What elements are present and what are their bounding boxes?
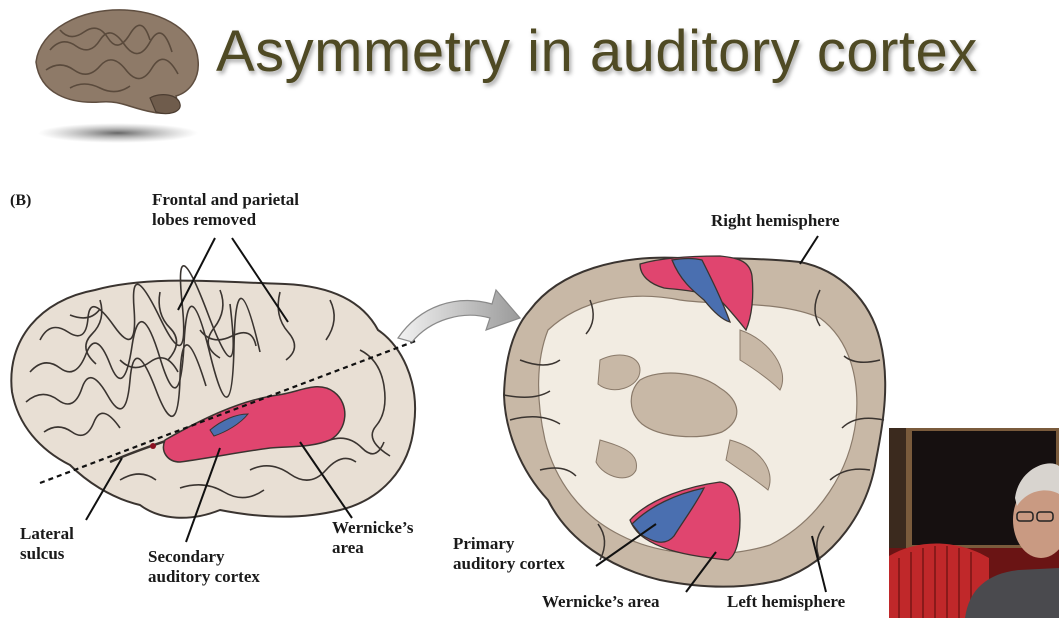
panel-label: (B) xyxy=(10,192,32,209)
lateral-brain-illustration xyxy=(10,265,522,519)
primary-auditory-left xyxy=(209,413,250,437)
presenter-video xyxy=(889,428,1059,618)
lateral-sulcus-label: Lateral sulcus xyxy=(20,524,74,563)
horizontal-section-illustration xyxy=(502,255,887,588)
presenter-video-frame xyxy=(889,428,1059,618)
logo-brain-icon xyxy=(35,9,199,143)
leader-lines xyxy=(85,235,827,593)
wernicke-area-left xyxy=(162,386,346,463)
frontal-parietal-label: Frontal and parietal lobes removed xyxy=(152,190,300,229)
left-hemisphere-label: Left hemisphere xyxy=(727,592,846,611)
wernicke-area-right xyxy=(639,255,754,332)
right-hemisphere-label: Right hemisphere xyxy=(711,211,840,230)
wernicke-left-label: Wernicke’s area xyxy=(332,518,414,557)
slide-title: Asymmetry in auditory cortex xyxy=(216,19,978,84)
primary-auditory-right xyxy=(671,257,732,323)
primary-auditory-label: Primary auditory cortex xyxy=(453,534,565,573)
section-plane-line xyxy=(39,338,419,485)
curved-arrow-icon xyxy=(397,288,522,343)
wernicke-right-label: Wernicke’s area xyxy=(542,592,660,611)
secondary-auditory-label: Secondary auditory cortex xyxy=(148,547,260,586)
